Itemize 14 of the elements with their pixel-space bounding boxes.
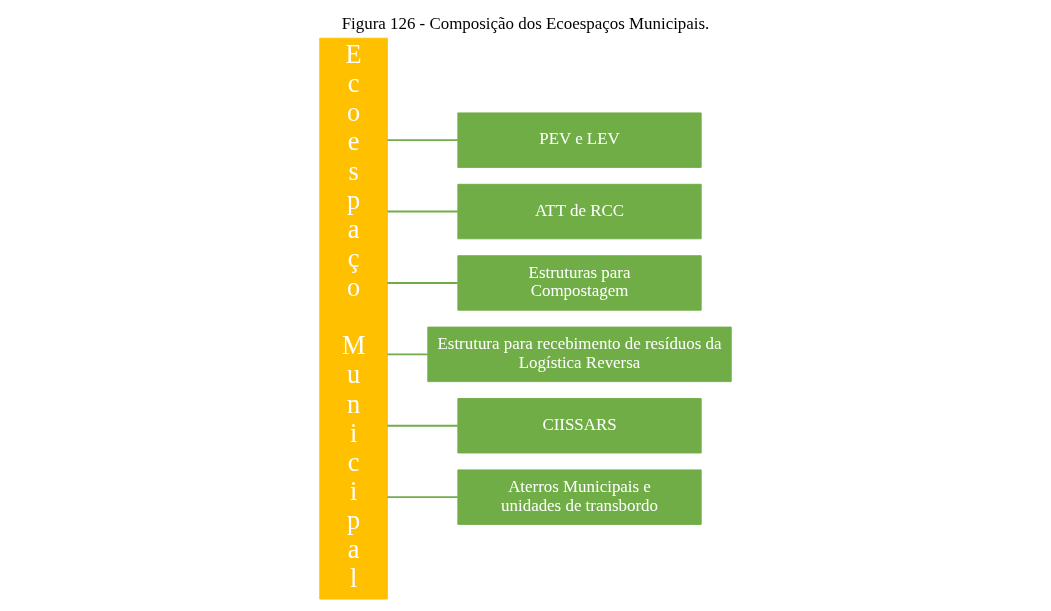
diagram-title: Figura 126 - Composição dos Ecoespaços Municipais. xyxy=(341,14,710,34)
connector xyxy=(386,139,459,142)
node-box: Aterros Municipais e unidades de transbordo xyxy=(457,469,702,525)
connector xyxy=(386,353,429,356)
node-box: ATT de RCC xyxy=(457,183,702,240)
connector xyxy=(386,210,459,213)
node-box: CIISSARS xyxy=(457,398,702,454)
node-box: Estrutura para recebimento de resíduos da Logística Reversa xyxy=(427,326,732,383)
connector xyxy=(386,282,459,284)
connector xyxy=(386,496,459,499)
node-box: PEV e LEV xyxy=(457,112,702,168)
node-box: Estruturas para Compostagem xyxy=(457,255,702,311)
connector xyxy=(386,424,459,427)
node-box: Ecoespaço Municipal xyxy=(319,37,388,600)
